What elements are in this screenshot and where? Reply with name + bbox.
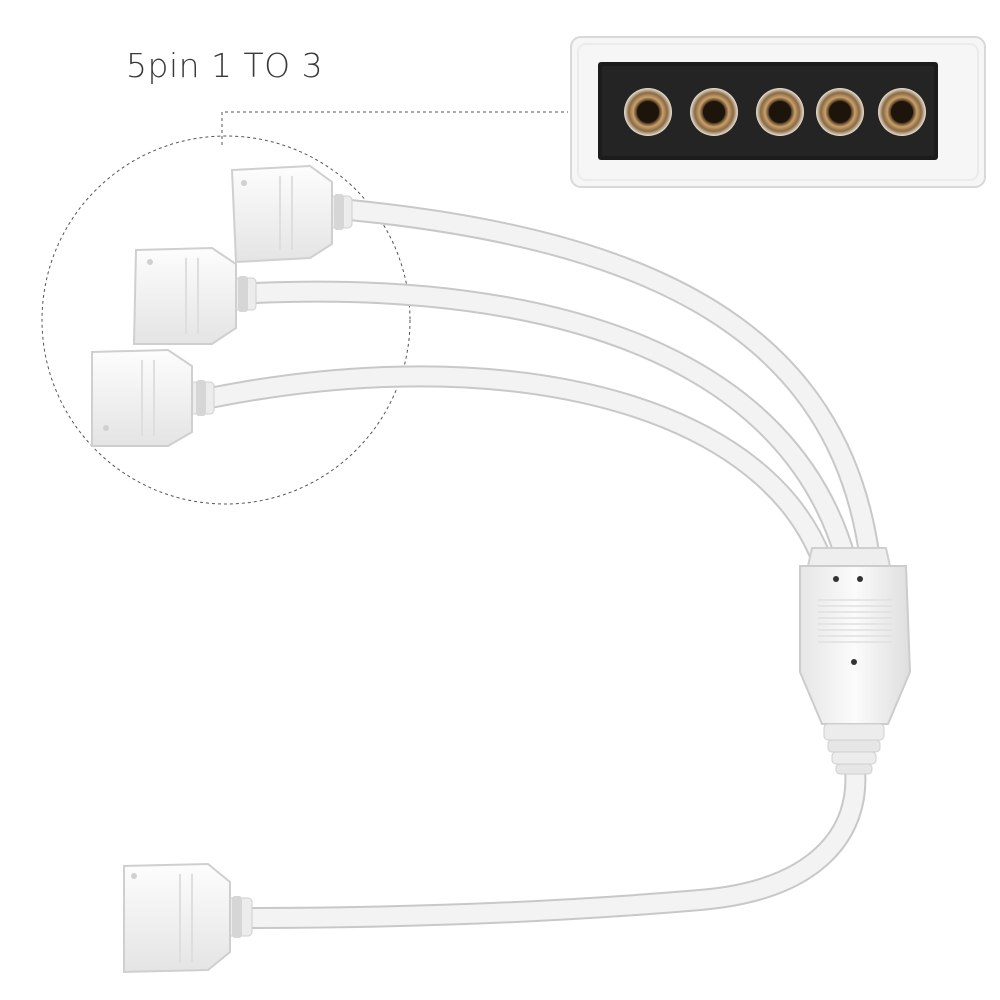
cables bbox=[199, 199, 881, 929]
leader-line bbox=[221, 111, 568, 145]
zoom-circle bbox=[41, 135, 411, 505]
plug-connector-icon bbox=[230, 164, 353, 264]
splitter-hub-icon bbox=[799, 547, 912, 775]
plug-connector-icon bbox=[132, 246, 257, 345]
plug-connector-icon bbox=[91, 348, 215, 447]
pin-hole-icon bbox=[816, 88, 864, 136]
socket-connector-icon bbox=[570, 36, 986, 188]
pin-hole-icon bbox=[624, 88, 672, 136]
pin-hole-icon bbox=[690, 88, 738, 136]
detail-guide bbox=[41, 111, 568, 505]
product-caption: 5pin 1 TO 3 bbox=[126, 46, 324, 85]
pin-hole-icon bbox=[878, 88, 926, 136]
plug-connector-icon bbox=[123, 862, 253, 974]
pin-hole-icon bbox=[756, 88, 804, 136]
